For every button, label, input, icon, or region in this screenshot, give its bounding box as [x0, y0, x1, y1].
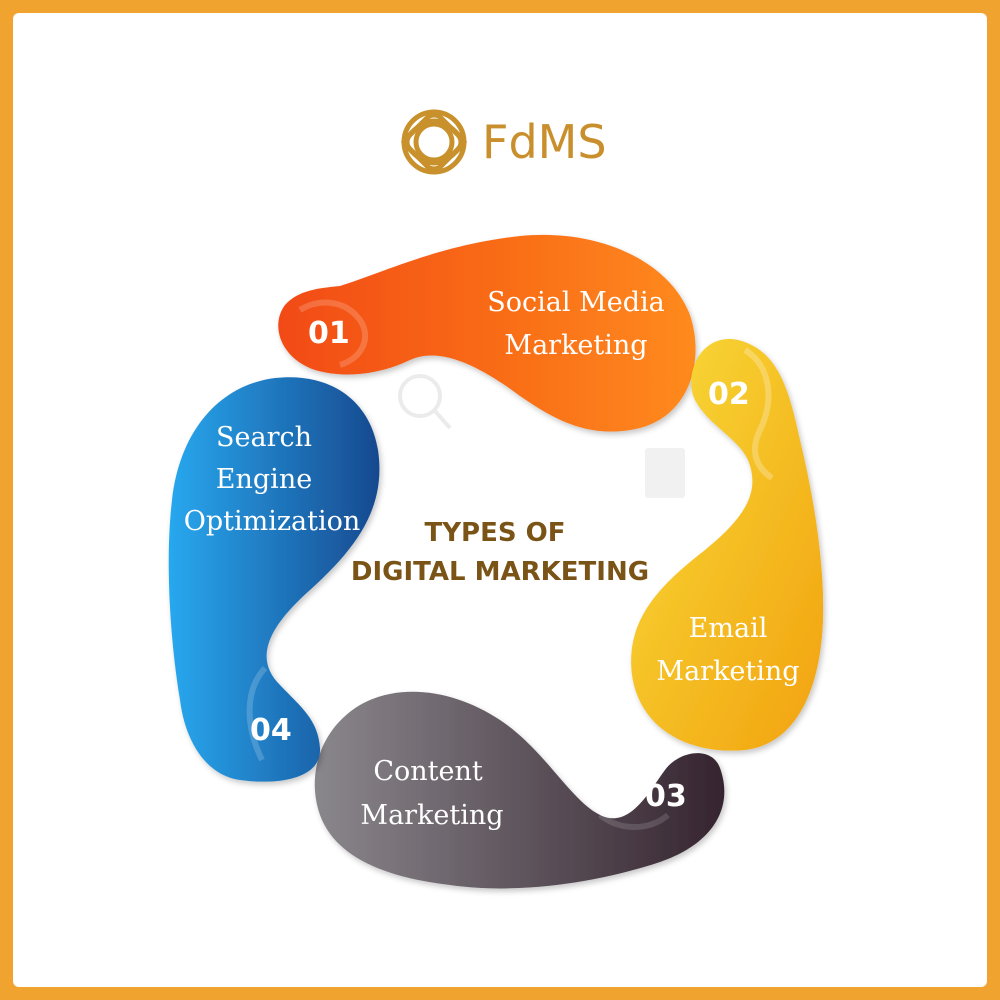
item-03-label-line1: Content — [373, 756, 483, 787]
item-03-petal-shape — [314, 691, 725, 889]
item-02-number: 02 — [708, 377, 750, 412]
item-01-petal-shape — [278, 234, 696, 432]
center-title-line2: DIGITAL MARKETING — [351, 557, 649, 587]
item-04-label-line3: Optimization — [184, 506, 361, 537]
item-01-social-media-marketing — [278, 234, 696, 432]
center-title-line1: TYPES OF — [424, 518, 565, 548]
item-04-label-line1: Search — [216, 422, 312, 453]
item-03-label-line2: Marketing — [360, 800, 503, 831]
item-04-petal-shape — [168, 377, 380, 782]
item-01-label-line1: Social Media — [487, 287, 664, 318]
document-icon — [645, 448, 685, 498]
knot-emblem-icon — [400, 109, 468, 175]
item-01-label-line2: Marketing — [504, 330, 647, 361]
fdms-logo: FdMS — [400, 109, 607, 175]
item-01-number: 01 — [308, 316, 350, 351]
magnifier-icon — [398, 374, 452, 430]
item-02-petal-shape — [631, 339, 824, 751]
item-02-label-line1: Email — [689, 613, 768, 644]
item-03-content-marketing — [314, 691, 725, 889]
item-03-number: 03 — [645, 779, 687, 814]
logo-wordmark: FdMS — [482, 115, 607, 169]
item-04-label-line2: Engine — [216, 464, 312, 495]
item-04-number: 04 — [250, 713, 292, 748]
item-02-email-marketing — [631, 339, 824, 751]
item-02-label-line2: Marketing — [656, 656, 799, 687]
faint-background-icons — [398, 374, 685, 498]
item-04-search-engine-optimization — [168, 377, 380, 782]
